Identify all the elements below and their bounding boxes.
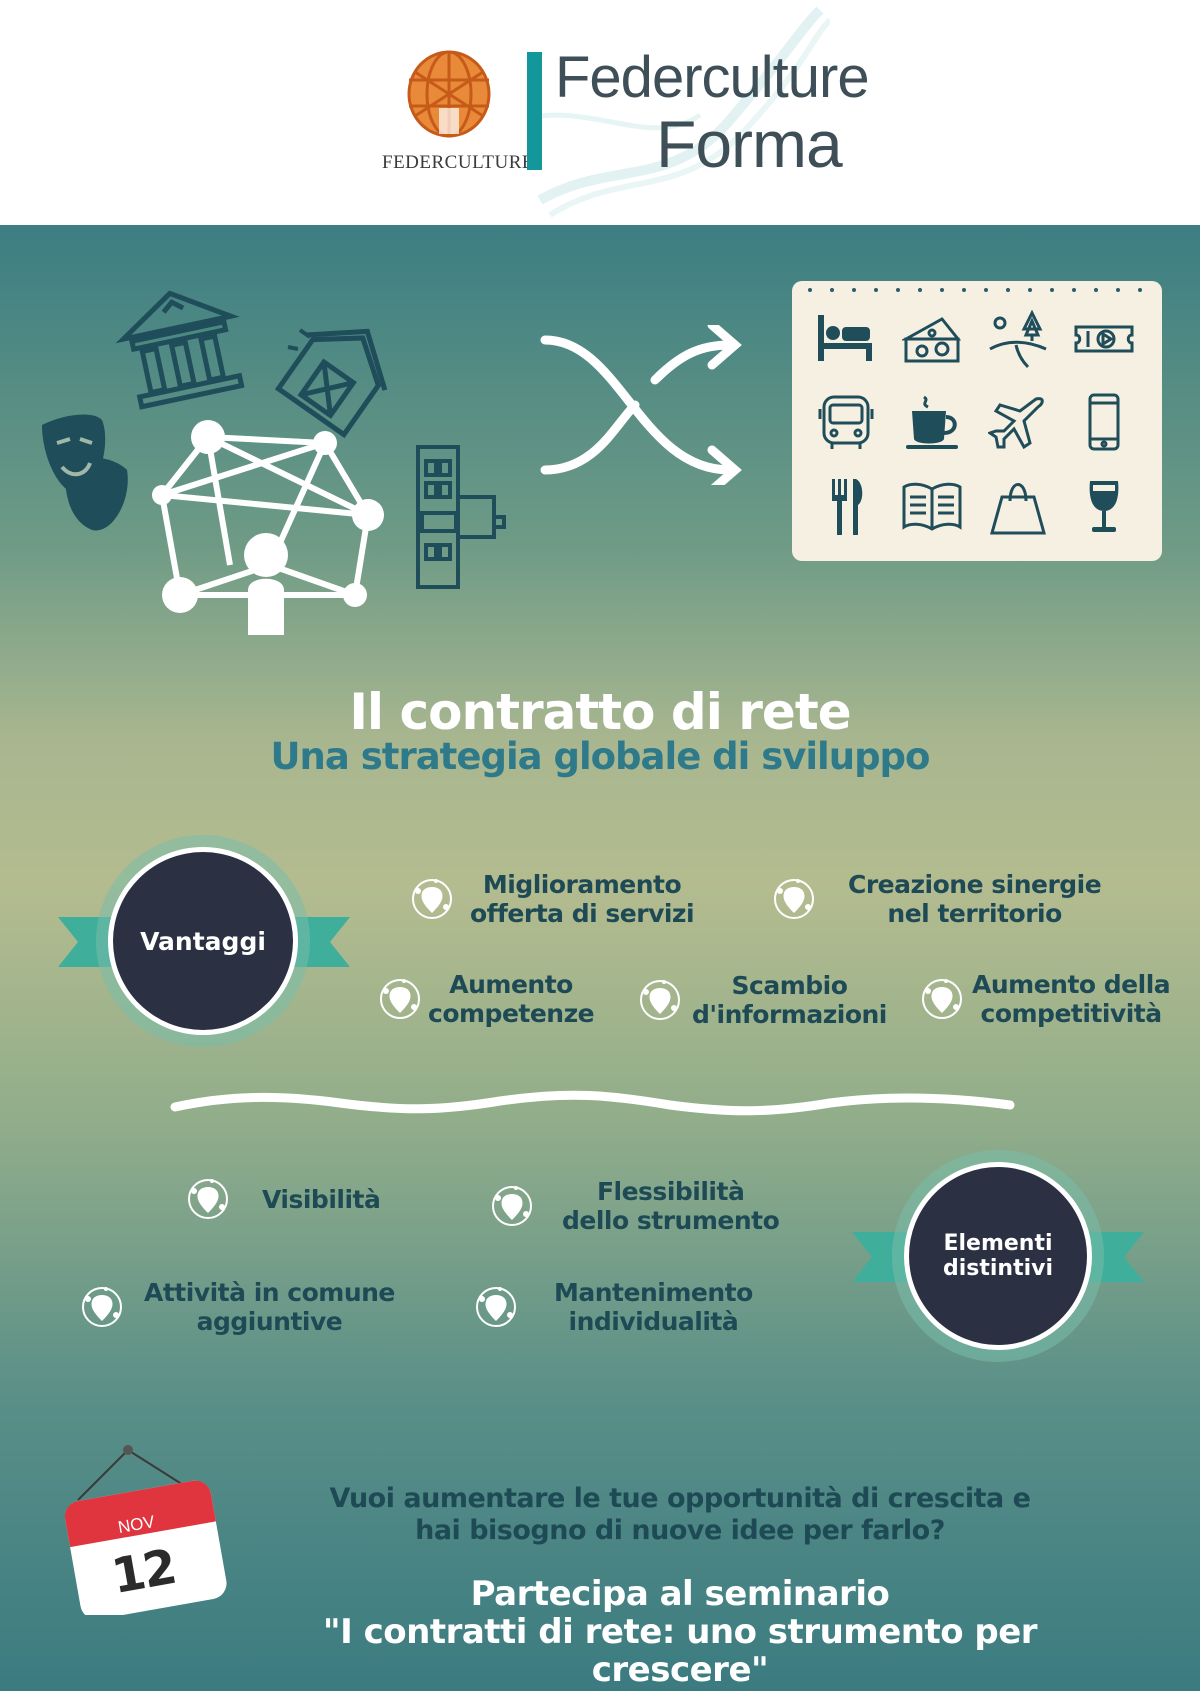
elementi-item-label: Visibilità [262,1184,381,1214]
vantaggi-item-label: Creazione sinergie nel territorio [848,870,1102,928]
wave-divider [170,1090,1015,1116]
logo-title-line2: Forma [656,107,843,181]
vantaggi-item: Creazione sinergie nel territorio [772,870,1102,928]
landscape-icon [989,309,1047,369]
map-pin-icon [188,1179,228,1219]
vantaggi-item: Aumento competenze [378,970,595,1028]
page-subtitle: Una strategia globale di sviluppo [270,735,931,778]
vantaggi-item-label: Miglioramento offerta di servizi [470,870,695,928]
coffee-cup-icon [906,395,958,449]
cta-seminar-invite: Partecipa al seminario "I contratti di r… [322,1574,1038,1690]
theater-masks-icon [42,414,128,531]
bed-icon [818,315,872,361]
elementi-item-label: Attività in comune aggiuntive [144,1278,395,1336]
open-book-icon [902,482,962,531]
culture-network-illustration [42,290,506,635]
elementi-badge: Elementi distintivi [852,1150,1144,1362]
map-pin-icon [922,979,962,1019]
building-icon [416,445,506,589]
map-pin-icon [640,980,680,1020]
calendar-day: 12 [107,1538,180,1606]
bus-icon [818,395,874,449]
map-pin-icon [82,1287,122,1327]
logo-org-name: FEDERCULTURE [382,152,535,173]
map-pin-icon [380,979,420,1019]
vantaggi-item: Miglioramento offerta di servizi [410,870,695,928]
federculture-globe-logo-icon [407,50,491,138]
museum-icon [115,290,245,410]
page-title: Il contratto di rete [349,683,851,741]
logo-title-line1: Federculture [555,45,870,110]
cutlery-icon [832,479,863,535]
vantaggi-item: Aumento della competitività [920,970,1171,1028]
cta-question: Vuoi aumentare le tue opportunità di cre… [329,1483,1031,1546]
shopping-bag-icon [990,483,1046,535]
main-infographic: Il contratto di rete Una strategia globa… [0,225,1200,1691]
vantaggi-item-label: Aumento della competitività [972,970,1171,1028]
logo-bar [527,52,542,170]
wine-glass-icon [1089,481,1119,532]
panel-dots-decoration [808,288,1142,292]
person-icon [244,533,288,635]
network-nodes [152,420,384,613]
elementi-item: Attività in comune aggiuntive [80,1278,395,1336]
elementi-item-label: Flessibilità dello strumento [562,1177,780,1235]
map-pin-icon [412,879,452,919]
elementi-badge-label: Elementi distintivi [904,1162,1092,1350]
elementi-item-label: Mantenimento individualità [554,1278,753,1336]
shuffle-arrows-icon [540,325,742,485]
vantaggi-item: Scambio d'informazioni [638,971,887,1029]
vantaggi-badge: Vantaggi [58,835,350,1047]
vantaggi-badge-label: Vantaggi [108,847,298,1035]
elementi-item: Flessibilità dello strumento [490,1177,780,1235]
barn-icon [274,328,388,439]
header: FEDERCULTURE Federculture Forma [0,0,1200,225]
logo-swoosh-decoration [530,6,830,218]
elementi-item: Mantenimento individualità [474,1278,753,1336]
vantaggi-item-label: Aumento competenze [428,970,595,1028]
map-pin-icon [774,879,814,919]
smartphone-icon [1088,393,1120,451]
tourism-services-panel [792,281,1162,561]
calendar-icon [64,1445,227,1615]
ticket-icon [1074,325,1134,353]
airplane-icon [988,397,1044,450]
map-pin-icon [476,1287,516,1327]
elementi-item: Visibilità [186,1177,381,1221]
vantaggi-item-label: Scambio d'informazioni [692,971,887,1029]
map-pin-icon [492,1186,532,1226]
cheese-icon [902,317,962,363]
